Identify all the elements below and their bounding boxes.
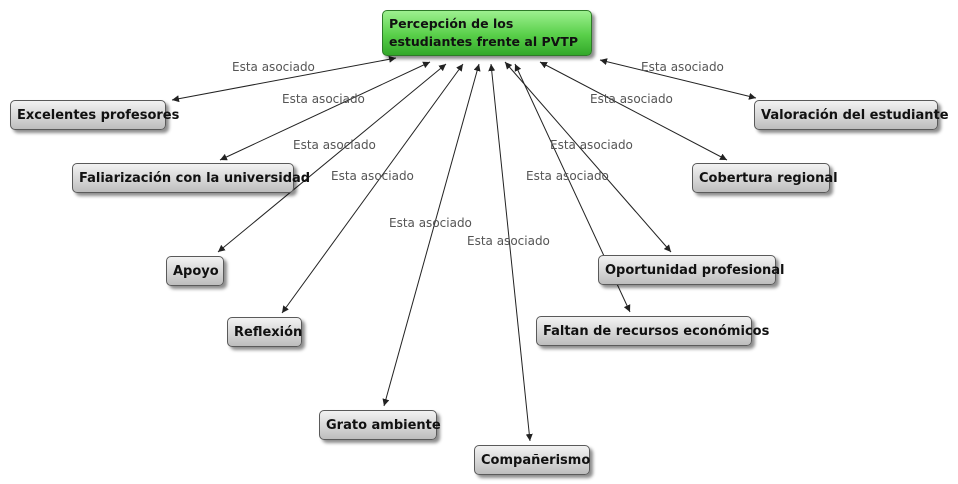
edge-label: Esta asociado (232, 60, 315, 74)
node-cobertura-regional[interactable]: Cobertura regional (692, 163, 838, 193)
node-companerismo[interactable]: Compañerismo (474, 445, 590, 475)
node-label: Faliarización con la universidad (79, 170, 311, 186)
connector-arrow (488, 63, 533, 442)
connector-arrow (539, 61, 728, 161)
node-label: Faltan de recursos económicos (543, 323, 770, 339)
central-concept-node[interactable]: Percepción de los estudiantes frente al … (382, 10, 592, 56)
edge-label: Esta asociado (590, 92, 673, 106)
node-oportunidad-profesional[interactable]: Oportunidad profesional (598, 255, 785, 285)
node-apoyo[interactable]: Apoyo (166, 256, 224, 286)
node-label: Grato ambiente (326, 417, 441, 433)
node-valoracion-estudiante[interactable]: Valoración del estudiante (754, 100, 949, 130)
node-label: Valoración del estudiante (761, 107, 949, 123)
node-faliarizacion-universidad[interactable]: Faliarización con la universidad (72, 163, 310, 193)
edge-label: Esta asociado (331, 169, 414, 183)
connector-arrow (382, 63, 481, 407)
node-label: Excelentes profesores (17, 107, 180, 123)
node-label: Reflexión (234, 324, 303, 340)
node-label: Compañerismo (481, 452, 591, 468)
connector-arrow (504, 61, 672, 253)
node-label: Oportunidad profesional (605, 262, 785, 278)
edge-label: Esta asociado (526, 169, 609, 183)
edge-label: Esta asociado (389, 216, 472, 230)
node-excelentes-profesores[interactable]: Excelentes profesores (10, 100, 179, 130)
node-label: Cobertura regional (699, 170, 838, 186)
connector-arrow (599, 58, 757, 100)
central-concept-label: Percepción de los estudiantes frente al … (389, 16, 578, 49)
edge-label: Esta asociado (293, 138, 376, 152)
edge-label: Esta asociado (641, 60, 724, 74)
edge-label: Esta asociado (467, 234, 550, 248)
edge-label: Esta asociado (282, 92, 365, 106)
node-label: Apoyo (173, 263, 219, 279)
edge-label: Esta asociado (550, 138, 633, 152)
node-faltan-recursos[interactable]: Faltan de recursos económicos (536, 316, 769, 346)
node-grato-ambiente[interactable]: Grato ambiente (319, 410, 441, 440)
node-reflexion[interactable]: Reflexión (227, 317, 302, 347)
